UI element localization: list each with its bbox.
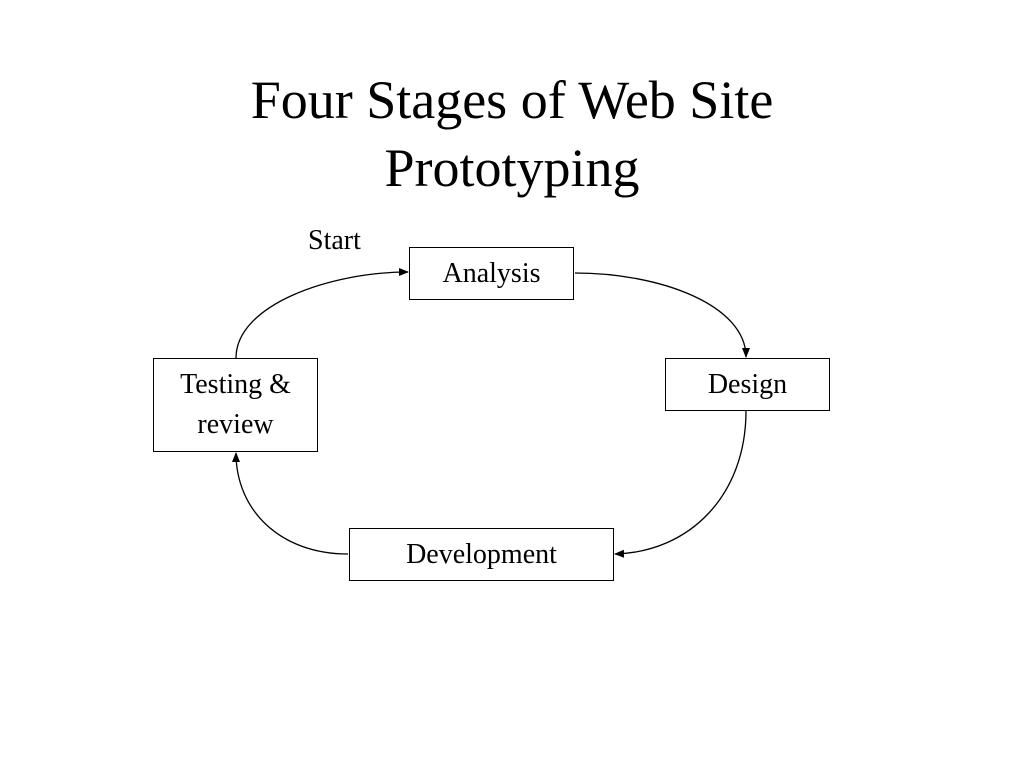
arrow-design-to-development [614,410,747,558]
slide-title-line-2: Prototyping [384,138,640,198]
stage-testing-label-line-2: review [197,409,274,440]
slide-title-line-1: Four Stages of Web Site [250,70,774,130]
stage-development-label: Development [406,538,557,570]
stage-testing-label-line-1: Testing & [180,369,291,400]
arrow-testing-to-analysis [235,268,409,359]
stage-testing-box: Testing & review [153,358,318,452]
arrow-development-to-testing [232,452,349,555]
start-label: Start [308,225,361,256]
stage-analysis-box: Analysis [409,247,574,300]
stage-development-box: Development [349,528,614,581]
stage-analysis-label: Analysis [442,257,541,289]
arrow-analysis-to-design [574,272,750,358]
stage-design-box: Design [665,358,830,411]
slide-title: Four Stages of Web Site Prototyping [0,66,1024,202]
stage-design-label: Design [707,368,788,400]
